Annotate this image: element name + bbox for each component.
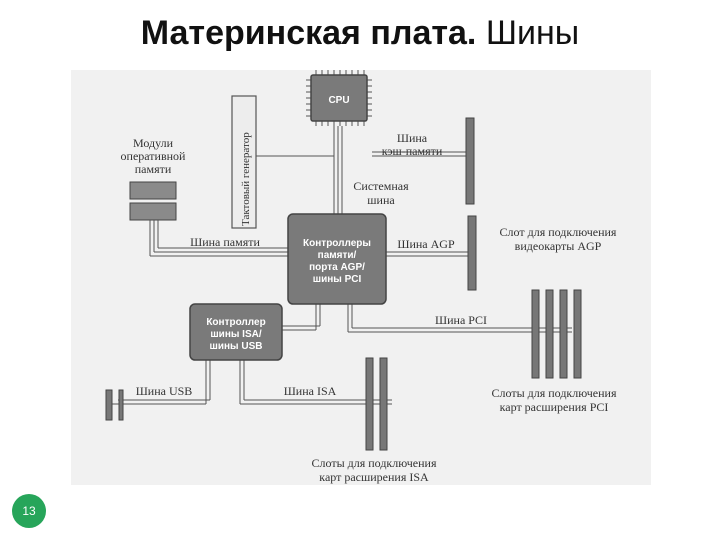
controller-label-line-2: памяти/ — [318, 250, 357, 261]
pci-slots-label-line-2: карт расширения PCI — [500, 400, 609, 414]
cache-bus-label-line-2: кэш-памяти — [382, 144, 443, 158]
isa-slots — [365, 357, 388, 451]
controller-label-line-1: Контроллеры — [303, 238, 371, 249]
clock-generator: Тактовый генератор — [231, 95, 257, 229]
clock-generator-label: Тактовый генератор — [240, 132, 252, 226]
memory-modules-label-line-2: оперативной — [121, 149, 187, 163]
pci-bus-label: Шина PCI — [435, 313, 487, 327]
agp-slot-label-line-2: видеокарты AGP — [515, 239, 602, 253]
isa-slots-label-line-2: карт расширения ISA — [319, 470, 429, 484]
system-bus-label-line-2: шина — [367, 193, 395, 207]
agp-bus-label: Шина AGP — [397, 237, 455, 251]
cpu-label: CPU — [328, 95, 349, 106]
agp-slot — [467, 215, 477, 291]
title-normal: Шины — [485, 14, 580, 52]
cpu-chip: CPU — [306, 70, 372, 126]
memory-agp-pci-controller: Контроллеры памяти/ порта AGP/ шины PCI — [287, 213, 387, 305]
controller-label-line-3: порта AGP/ — [309, 262, 365, 273]
memory-modules-label-line-1: Модули — [133, 136, 174, 150]
system-bus-label-line-1: Системная — [353, 179, 409, 193]
isa-bus-label: Шина ISA — [284, 384, 337, 398]
pci-slots — [531, 289, 582, 379]
cache-bus-label-line-1: Шина — [397, 131, 428, 145]
controller-label-line-4: шины PCI — [313, 274, 362, 285]
usb-bus-label: Шина USB — [136, 384, 193, 398]
cache-memory-bar — [465, 117, 475, 205]
memory-modules: Модули оперативной памяти — [121, 136, 187, 221]
pci-slots-label-line-1: Слоты для подключения — [492, 386, 617, 400]
title-bold: Материнская плата. — [140, 14, 477, 52]
page-number-badge: 13 — [12, 494, 46, 528]
isa-usb-controller-label-line-3: шины USB — [210, 341, 263, 352]
agp-slot-label-line-1: Слот для подключения — [500, 225, 617, 239]
isa-usb-controller-label-line-2: шины ISA/ — [210, 329, 262, 340]
usb-ports — [105, 389, 124, 421]
memory-bus-label: Шина памяти — [190, 235, 260, 249]
isa-slots-label-line-1: Слоты для подключения — [312, 456, 437, 470]
memory-modules-label-line-3: памяти — [135, 162, 172, 176]
isa-usb-controller-label-line-1: Контроллер — [206, 317, 265, 328]
slide-title: Материнская плата. Шины — [0, 14, 720, 53]
isa-usb-controller: Контроллер шины ISA/ шины USB — [189, 303, 283, 361]
